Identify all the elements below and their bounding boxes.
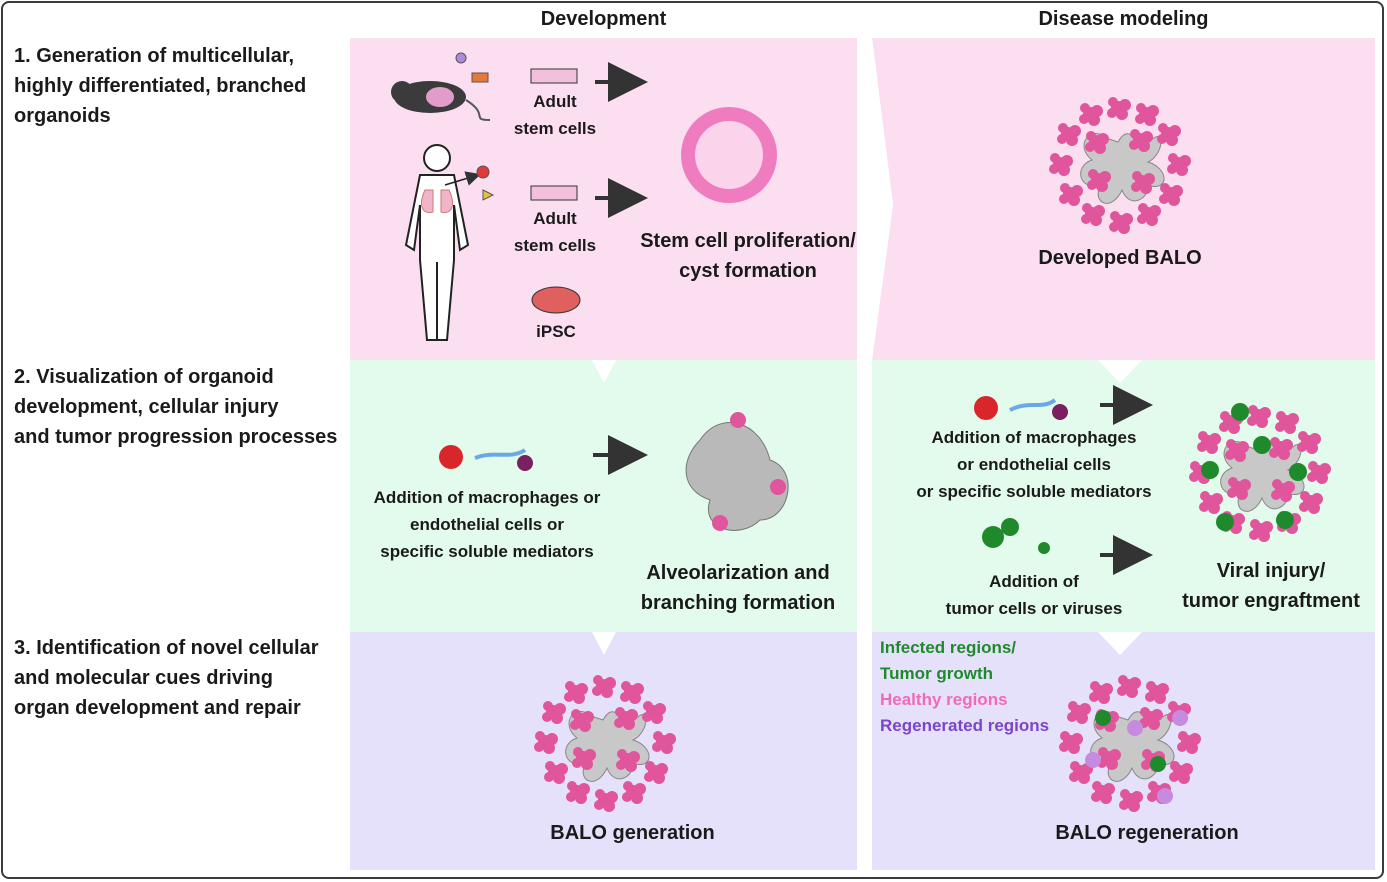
legend-infected: Infected regions/ xyxy=(880,638,1017,657)
row1-transition-notch xyxy=(857,38,893,360)
row1-dis-panel xyxy=(872,38,1375,360)
alveolarization-label: Alveolarization and branching formation xyxy=(640,562,836,614)
human-icon xyxy=(404,144,470,341)
row1-label: 1. Generation of multicellular, highly d… xyxy=(14,45,307,127)
alveolar-organoid-icon xyxy=(685,412,789,531)
row2-label: 2. Visualization of organoid development… xyxy=(14,366,338,448)
balo-generation-label: BALO generation xyxy=(550,822,715,844)
adult-stem-cells-label-2: Adult stem cells xyxy=(513,209,597,255)
row3-label: 3. Identification of novel cellular and … xyxy=(14,637,319,719)
tumor-addition-label: Addition of tumor cells or viruses xyxy=(945,572,1123,618)
developed-balo-icon xyxy=(1049,97,1191,234)
cyst-icon xyxy=(681,107,777,203)
development-header: Development xyxy=(540,8,667,30)
disease-modeling-header: Disease modeling xyxy=(1038,8,1209,30)
mediator-icon xyxy=(517,455,533,471)
legend-regenerated: Regenerated regions xyxy=(880,716,1050,735)
legend-healthy: Healthy regions xyxy=(880,690,1008,709)
legend: Infected regions/ Tumor growth Healthy r… xyxy=(880,635,1100,739)
developed-balo-label: Developed BALO xyxy=(1038,247,1202,269)
macrophage-icon xyxy=(439,445,463,469)
endothelial-icon xyxy=(474,448,527,460)
row2-dis-panel xyxy=(872,360,1375,632)
dev-addition-label: Addition of macrophages or endothelial c… xyxy=(373,488,601,561)
dis-addition-label: Addition of macrophages or endothelial c… xyxy=(916,428,1152,501)
legend-tumor: Tumor growth xyxy=(880,664,993,683)
balo-regeneration-label: BALO regeneration xyxy=(1055,822,1239,844)
stem-cell-proliferation-label: Stem cell proliferation/ cyst formation xyxy=(640,230,856,282)
balo-generation-icon xyxy=(534,675,676,812)
mouse-icon xyxy=(391,81,491,121)
adult-stem-cells-label-1: Adult stem cells xyxy=(513,92,597,138)
ipsc-label: iPSC xyxy=(536,322,576,341)
viral-injury-label: Viral injury/ tumor engraftment xyxy=(1182,560,1360,612)
